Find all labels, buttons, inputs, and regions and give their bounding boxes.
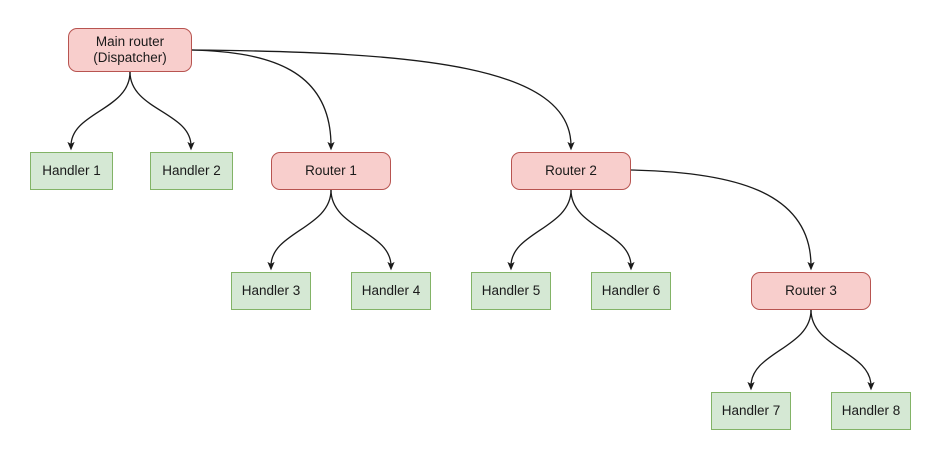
edge-main-handler1	[67, 71, 131, 151]
edge-main-router2	[191, 49, 575, 151]
edge-router3-handler7	[747, 309, 812, 391]
node-router-3[interactable]: Router 3	[751, 272, 871, 310]
node-router-1[interactable]: Router 1	[271, 152, 391, 190]
node-label: Handler 4	[361, 283, 421, 298]
node-router-2[interactable]: Router 2	[511, 152, 631, 190]
node-label: Handler 2	[162, 163, 221, 178]
node-handler-3[interactable]: Handler 3	[231, 272, 311, 310]
node-handler-2[interactable]: Handler 2	[150, 152, 233, 190]
node-label: Main router (Dispatcher)	[93, 34, 167, 65]
edge-router2-router3	[630, 169, 815, 271]
node-label: Handler 3	[241, 283, 301, 298]
node-handler-6[interactable]: Handler 6	[591, 272, 671, 310]
node-handler-1[interactable]: Handler 1	[30, 152, 113, 190]
node-label: Handler 5	[481, 283, 541, 298]
node-handler-5[interactable]: Handler 5	[471, 272, 551, 310]
node-handler-4[interactable]: Handler 4	[351, 272, 431, 310]
node-main-router[interactable]: Main router (Dispatcher)	[68, 28, 192, 72]
node-label: Handler 7	[721, 403, 781, 418]
node-label: Router 3	[785, 283, 837, 298]
edge-router1-handler4	[330, 189, 395, 271]
node-label: Handler 1	[42, 163, 101, 178]
edge-main-handler2	[129, 71, 195, 151]
node-label: Router 1	[305, 163, 357, 178]
edge-main-router1	[191, 49, 335, 151]
node-label: Router 2	[545, 163, 597, 178]
node-label: Handler 6	[601, 283, 661, 298]
edge-router2-handler6	[570, 189, 635, 271]
node-handler-8[interactable]: Handler 8	[831, 392, 911, 430]
node-handler-7[interactable]: Handler 7	[711, 392, 791, 430]
edge-router2-handler5	[507, 189, 572, 271]
edge-router3-handler8	[810, 309, 875, 391]
edge-router1-handler3	[267, 189, 332, 271]
node-label: Handler 8	[841, 403, 901, 418]
